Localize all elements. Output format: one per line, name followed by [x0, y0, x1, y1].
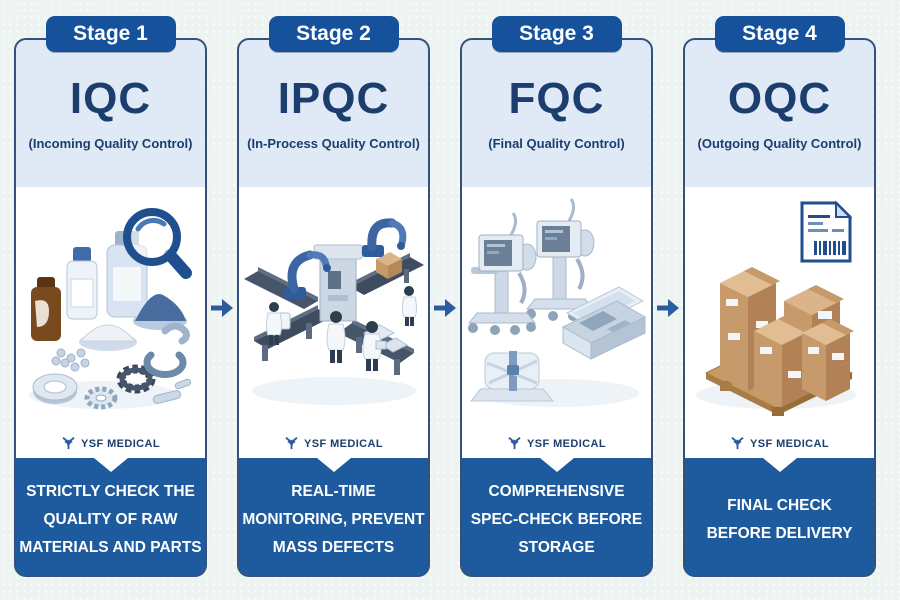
illustration-panel: YSF MEDICAL: [16, 187, 205, 458]
notch-decoration: [539, 458, 574, 472]
packed-pallet-illustration: [695, 200, 856, 416]
stage-subtitle: (Final Quality Control): [488, 136, 625, 151]
description-line: REAL-TIME: [291, 482, 376, 500]
description-line: MASS DEFECTS: [272, 538, 395, 556]
card-header: IQC (Incoming Quality Control): [16, 40, 205, 187]
stage-description: FINAL CHECK BEFORE DELIVERY: [685, 458, 874, 575]
brand-name: YSF MEDICAL: [527, 437, 606, 450]
description-line: MATERIALS AND PARTS: [19, 538, 202, 556]
illustration-panel: YSF MEDICAL: [685, 187, 874, 458]
stage-title: OQC: [727, 74, 832, 123]
card-header: IPQC (In-Process Quality Control): [239, 40, 428, 187]
ysf-wing-logo-icon: [731, 437, 744, 450]
arrow-right-icon: [211, 298, 233, 317]
brand-logo: YSF MEDICAL: [239, 436, 428, 451]
stage-subtitle: (Incoming Quality Control): [28, 136, 193, 151]
card-header: OQC (Outgoing Quality Control): [685, 40, 874, 187]
card-header: FQC (Final Quality Control): [462, 40, 651, 187]
description-line: STRICTLY CHECK THE: [26, 482, 195, 500]
shipping-document-icon: [800, 200, 852, 263]
description-line: SPEC-CHECK BEFORE: [470, 510, 643, 528]
arrow-right-icon: [657, 298, 679, 317]
illustration-panel: YSF MEDICAL: [239, 187, 428, 458]
ysf-wing-logo-icon: [508, 437, 521, 450]
stage-subtitle: (Outgoing Quality Control): [697, 136, 862, 151]
stage-badge: Stage 2: [268, 16, 399, 52]
flow-arrow: [207, 38, 237, 577]
stage-description: REAL-TIME MONITORING, PREVENT MASS DEFEC…: [239, 458, 428, 575]
stage-card-oqc: Stage 4 OQC (Outgoing Quality Control): [683, 16, 876, 577]
flow-arrow: [653, 38, 683, 577]
illustration-panel: YSF MEDICAL: [462, 187, 651, 458]
brand-logo: YSF MEDICAL: [462, 436, 651, 451]
notch-decoration: [762, 458, 797, 472]
notch-decoration: [93, 458, 128, 472]
description-line: FINAL CHECK: [727, 496, 832, 514]
stage-subtitle: (In-Process Quality Control): [247, 136, 420, 151]
box-stack: [801, 319, 854, 401]
stage-card-iqc: Stage 1 IQC (Incoming Quality Control): [14, 16, 207, 577]
description-line: BEFORE DELIVERY: [706, 524, 853, 542]
ysf-wing-logo-icon: [285, 437, 298, 450]
description-line: COMPREHENSIVE: [488, 482, 625, 500]
brand-name: YSF MEDICAL: [81, 437, 160, 450]
description-line: STORAGE: [518, 538, 595, 556]
stage-badge: Stage 1: [45, 16, 176, 52]
brand-name: YSF MEDICAL: [750, 437, 829, 450]
stage-badge: Stage 3: [491, 16, 622, 52]
medical-devices-illustration: [467, 198, 646, 407]
arrow-right-icon: [434, 298, 456, 317]
brand-name: YSF MEDICAL: [304, 437, 383, 450]
stage-card-fqc: Stage 3 FQC (Final Quality Control): [460, 16, 653, 577]
brand-logo: YSF MEDICAL: [16, 436, 205, 451]
stage-badge: Stage 4: [714, 16, 845, 52]
flow-arrow: [430, 38, 460, 577]
stage-description: COMPREHENSIVE SPEC-CHECK BEFORE STORAGE: [462, 458, 651, 575]
stage-title: FQC: [508, 74, 605, 123]
notch-decoration: [316, 458, 351, 472]
raw-materials-inspection-illustration: [28, 208, 192, 410]
stage-title: IQC: [69, 74, 152, 123]
technician-figures: [265, 286, 417, 371]
brand-logo: YSF MEDICAL: [685, 436, 874, 451]
description-line: QUALITY OF RAW: [43, 510, 178, 528]
stage-card-ipqc: Stage 2 IPQC (In-Process Quality Control…: [237, 16, 430, 577]
stage-description: STRICTLY CHECK THE QUALITY OF RAW MATERI…: [16, 458, 205, 575]
assembly-line-illustration: [243, 218, 424, 405]
stage-title: IPQC: [277, 74, 390, 123]
description-line: MONITORING, PREVENT: [242, 510, 425, 528]
ysf-wing-logo-icon: [62, 437, 75, 450]
